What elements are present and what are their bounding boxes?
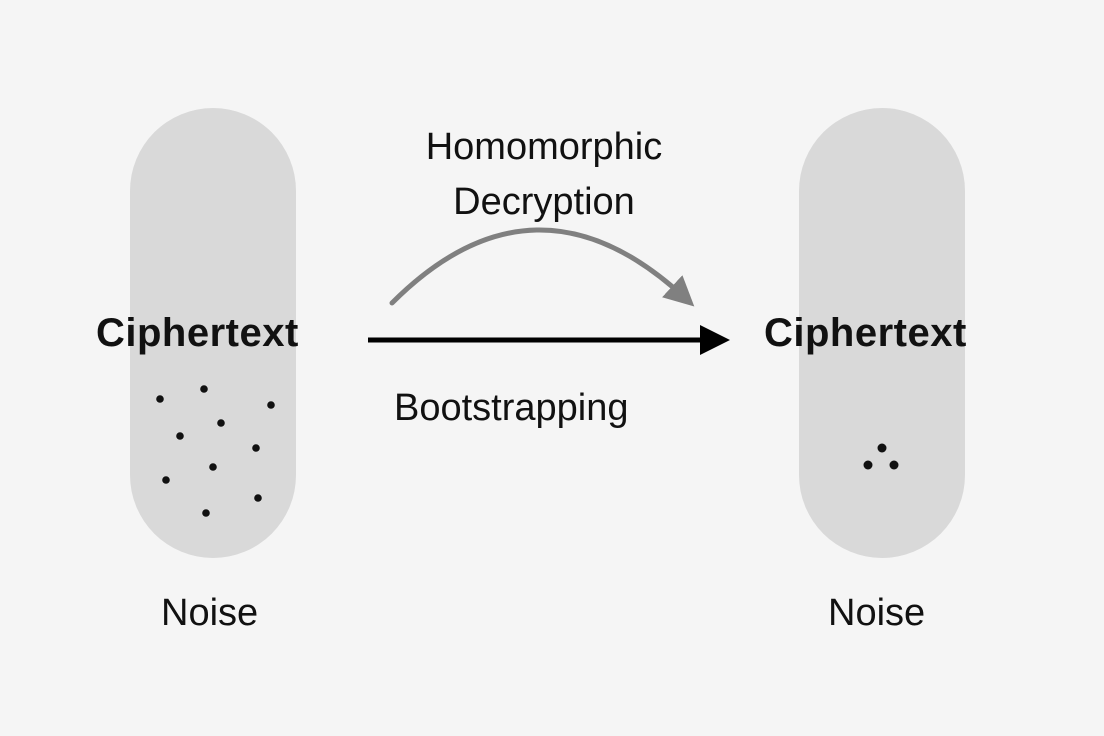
noise-dot bbox=[217, 419, 225, 427]
noise-dot bbox=[162, 476, 170, 484]
noise-dot bbox=[252, 444, 260, 452]
left-ciphertext-capsule bbox=[130, 108, 296, 558]
noise-dot bbox=[877, 443, 887, 453]
noise-dot bbox=[889, 460, 899, 470]
homomorphic-label-line2: Decryption bbox=[453, 181, 635, 223]
noise-dot bbox=[176, 432, 184, 440]
noise-dot bbox=[267, 401, 275, 409]
noise-dot bbox=[202, 509, 210, 517]
right-ciphertext-label: Ciphertext bbox=[764, 311, 967, 355]
curved-arrow-homomorphic-decryption bbox=[389, 227, 695, 307]
noise-dot bbox=[156, 395, 164, 403]
left-noise-label: Noise bbox=[161, 592, 259, 634]
homomorphic-decryption-label: Homomorphic Decryption bbox=[376, 120, 712, 230]
right-ciphertext-capsule bbox=[799, 108, 965, 558]
right-noise-label: Noise bbox=[828, 592, 926, 634]
noise-dot bbox=[863, 460, 873, 470]
noise-dot bbox=[200, 385, 208, 393]
noise-dot bbox=[209, 463, 217, 471]
left-ciphertext-label: Ciphertext bbox=[96, 311, 299, 355]
bootstrapping-label: Bootstrapping bbox=[394, 387, 629, 429]
noise-dot bbox=[254, 494, 262, 502]
right-noise-dots bbox=[863, 443, 899, 470]
left-noise-dots bbox=[156, 385, 275, 517]
homomorphic-label-line1: Homomorphic bbox=[425, 126, 663, 168]
